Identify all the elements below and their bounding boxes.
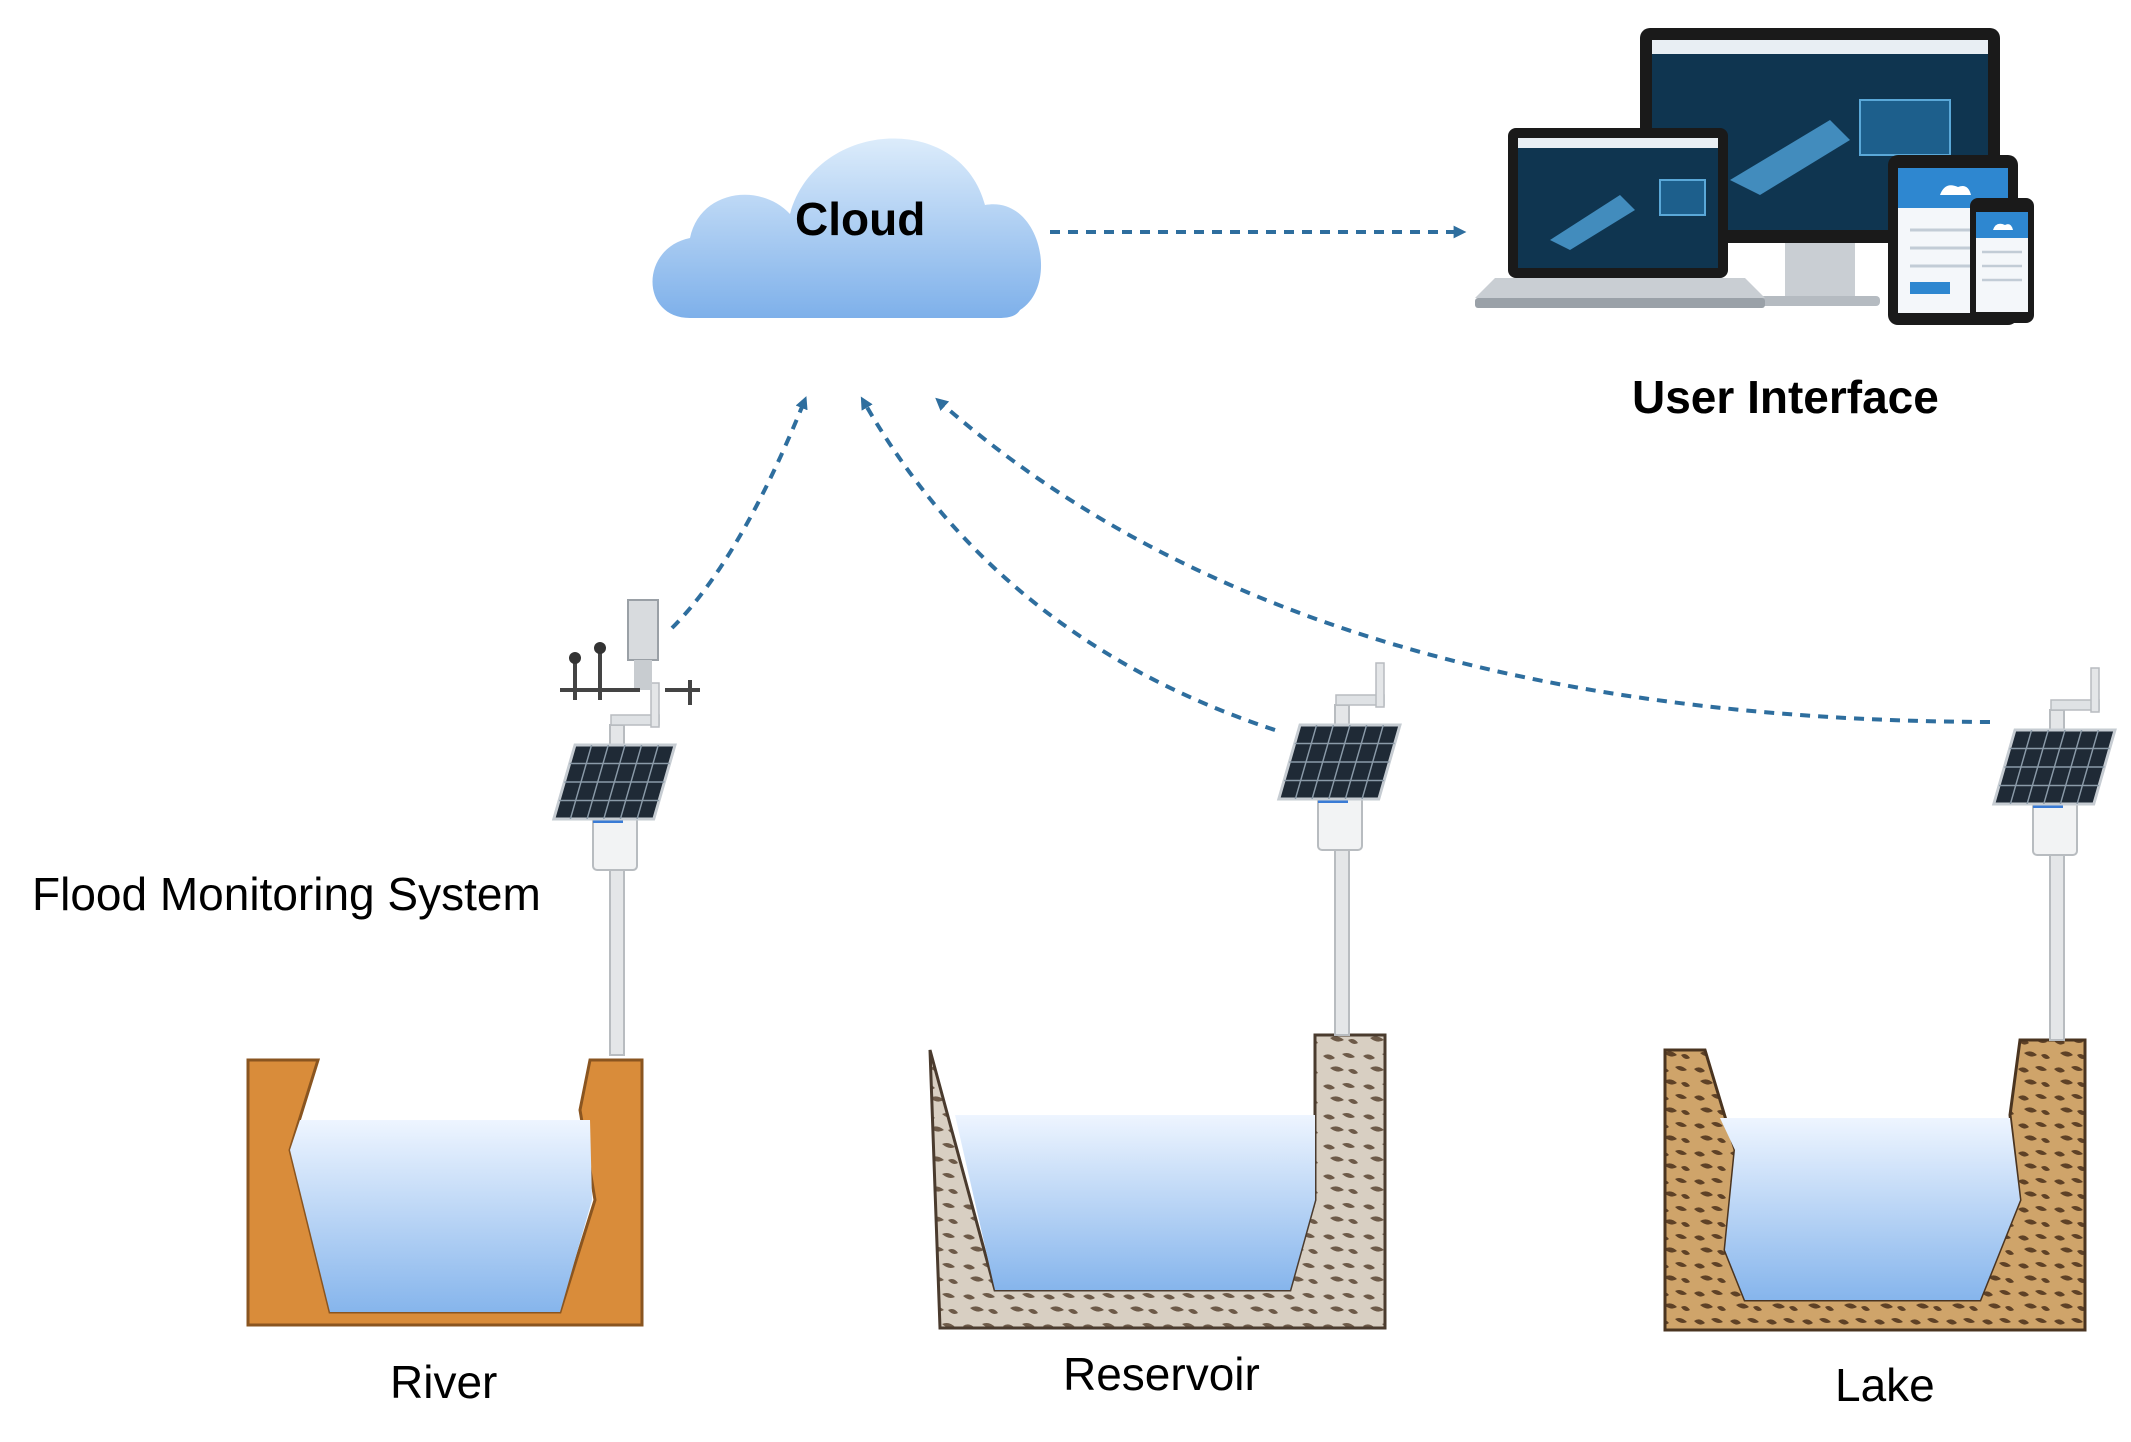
cloud-label: Cloud xyxy=(795,193,926,245)
river-station-arrow xyxy=(670,396,808,630)
rain-gauge-icon xyxy=(627,599,659,690)
river-label: River xyxy=(390,1356,498,1408)
cloud-icon xyxy=(652,138,1042,318)
reservoir-solar-station-icon xyxy=(1277,661,1402,1037)
phone-icon xyxy=(1970,198,2034,323)
lake-solar-station-icon xyxy=(1992,666,2117,1042)
user-interface-label: User Interface xyxy=(1632,371,1939,423)
reservoir-label: Reservoir xyxy=(1063,1348,1260,1400)
reservoir-station-arrow xyxy=(860,396,1276,732)
connection-arrows xyxy=(670,225,1991,732)
reservoir-basin xyxy=(928,1033,1387,1330)
lake-station-arrow xyxy=(935,397,1991,724)
river-basin xyxy=(246,1058,644,1327)
river-solar-station-icon xyxy=(552,599,700,1057)
user-devices xyxy=(1475,28,2034,325)
flood-monitoring-system-label: Flood Monitoring System xyxy=(32,868,541,920)
wind-vane-icon xyxy=(560,642,700,705)
laptop-icon xyxy=(1475,128,1765,308)
lake-basin xyxy=(1663,1038,2087,1332)
lake-label: Lake xyxy=(1835,1359,1935,1411)
